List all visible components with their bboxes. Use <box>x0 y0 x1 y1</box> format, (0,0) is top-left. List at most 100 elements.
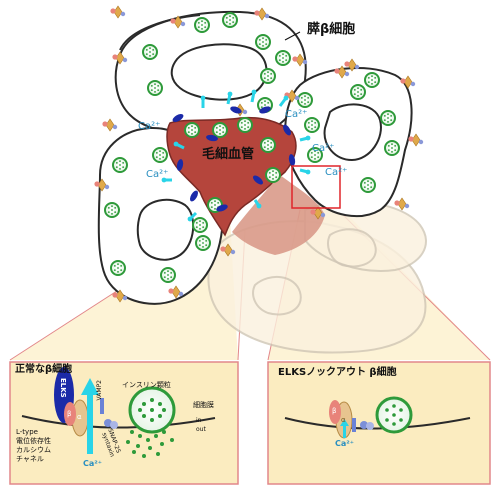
granule-dot <box>314 126 317 129</box>
granule-dot <box>270 72 273 75</box>
calcium-flux-head <box>227 91 233 97</box>
granule-dot <box>162 408 166 412</box>
granule-dot <box>392 422 396 426</box>
snare-ball <box>122 295 128 301</box>
granule-dot <box>119 167 121 170</box>
granule-dot <box>199 220 201 223</box>
elks-protein <box>259 106 271 114</box>
granule-dot <box>247 121 250 124</box>
granule-dot <box>268 171 271 174</box>
beta-subunit <box>394 200 400 206</box>
granule-dot <box>360 88 363 91</box>
granule-dot <box>149 51 151 53</box>
granule-dot <box>205 239 208 242</box>
elks-protein <box>176 159 184 171</box>
insulin-granules <box>104 12 400 283</box>
granule-dot <box>304 95 306 98</box>
granule-dot <box>310 151 313 154</box>
granule-dot <box>229 15 231 18</box>
granule-dot <box>353 88 356 91</box>
granule-dot <box>202 226 205 229</box>
granule-dot <box>270 146 273 149</box>
elks-protein <box>216 204 228 212</box>
beta-subunit <box>168 288 174 294</box>
granule-dot <box>159 154 161 156</box>
granule-contents <box>138 398 166 422</box>
granule-dot <box>191 125 193 128</box>
released-insulin <box>146 438 150 442</box>
granule-dot <box>115 161 118 164</box>
granule-dot <box>163 271 166 274</box>
snare-ball <box>178 291 184 297</box>
granule-dot <box>314 121 317 124</box>
granule-dot <box>217 201 220 204</box>
capillary-fade <box>232 175 325 255</box>
granule-dot <box>197 21 200 24</box>
granule-dot <box>199 224 201 226</box>
snare-ball <box>112 124 118 130</box>
calcium-flux-head <box>251 89 257 95</box>
granule-dot <box>107 206 110 209</box>
granule-dot <box>314 154 316 156</box>
snare-ball <box>104 184 110 190</box>
snare-ball <box>344 71 350 77</box>
granule-dot <box>267 75 269 77</box>
granule-dot <box>311 120 313 123</box>
ko-granule-contents <box>385 404 403 426</box>
released-insulin <box>170 438 174 442</box>
calcium-label: Ca²⁺ <box>325 167 348 178</box>
granule-dot <box>307 121 310 124</box>
granule-dot <box>272 170 274 173</box>
out-label: out <box>196 426 206 433</box>
granule-dot <box>162 151 165 154</box>
panel-normal-title: 正常なβ細胞 <box>15 364 73 375</box>
calcium-flux-head <box>305 135 311 141</box>
vamp2 <box>100 398 104 414</box>
elks-protein <box>206 134 218 142</box>
released-insulin <box>136 444 140 448</box>
membrane-label: 細胞膜 <box>193 401 214 409</box>
elks-protein <box>172 114 184 122</box>
granule-dot <box>150 418 154 422</box>
granule-dot <box>272 177 274 180</box>
granule-dot <box>357 91 359 93</box>
granule-dot <box>391 150 393 153</box>
granule-dot <box>265 38 268 41</box>
granule-dot <box>282 60 284 63</box>
zoom-box <box>291 165 341 209</box>
elks-protein <box>230 106 242 114</box>
ko-vamp2 <box>352 418 356 432</box>
membrane-channels <box>94 5 424 303</box>
granule-dot <box>122 166 125 169</box>
granule-dot <box>158 414 162 418</box>
granule-dot <box>214 200 216 203</box>
granule-dot <box>307 126 310 129</box>
granule-dot <box>154 87 156 89</box>
granule-dot <box>159 157 161 160</box>
ko-calcium-arrow <box>343 424 346 438</box>
calcium-label: Ca²⁺ <box>146 169 169 180</box>
granule-dot <box>282 57 284 59</box>
granule-dot <box>267 101 270 104</box>
granule-dot <box>317 151 320 154</box>
granule-dot <box>219 129 221 131</box>
cell-nucleus <box>323 103 382 162</box>
granule-dot <box>117 263 119 266</box>
granule-dot <box>367 81 370 84</box>
granule-dot <box>197 26 200 29</box>
granule-dot <box>154 90 156 93</box>
granule-dot <box>201 24 203 26</box>
granule-dot <box>167 277 169 280</box>
granule-dot <box>155 156 158 159</box>
snare-protein <box>110 421 118 429</box>
snare-ball <box>302 59 308 65</box>
beta-subunit <box>112 292 118 298</box>
granule-dot <box>157 89 160 92</box>
granule-dot <box>244 124 246 126</box>
released-insulin <box>162 430 166 434</box>
granule-dot <box>363 181 366 184</box>
granule-dot <box>120 264 123 267</box>
granule-dot <box>387 113 389 116</box>
